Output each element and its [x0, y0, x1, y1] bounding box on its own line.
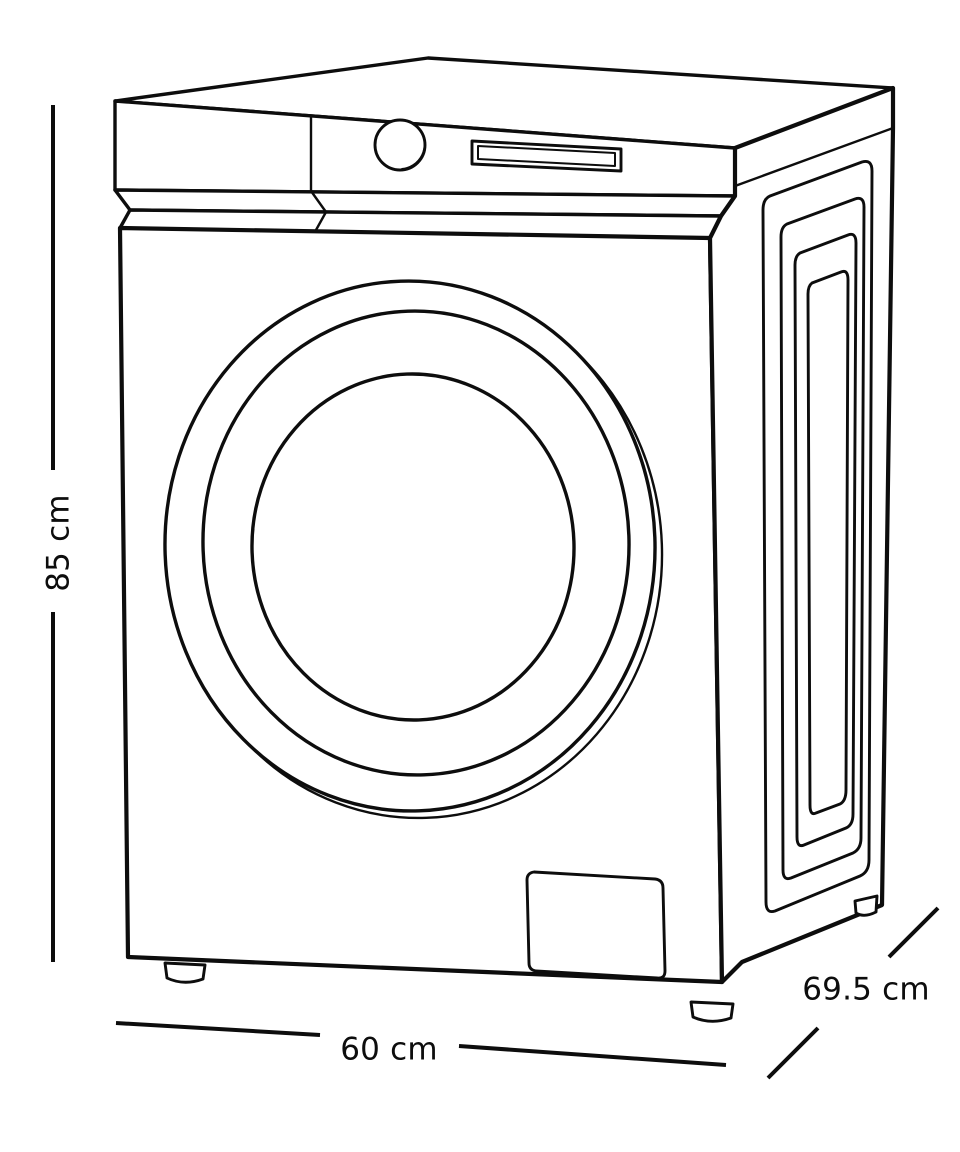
- width-dim-label: 60 cm: [340, 1032, 438, 1068]
- depth-dim-line-lower: [766, 1026, 820, 1080]
- washing-machine-body: [113, 56, 896, 1023]
- foot-front-right: [689, 1000, 735, 1023]
- control-knob-dial[interactable]: [373, 118, 427, 172]
- height-dim-label: 85 cm: [41, 494, 77, 592]
- foot-rear-right: [853, 894, 879, 917]
- foot-front-left: [163, 961, 207, 984]
- display-window[interactable]: [470, 139, 623, 173]
- width-dim-line-right: [458, 1044, 727, 1067]
- side-panel: [707, 85, 896, 985]
- depth-dim-line-upper: [887, 906, 940, 959]
- width-dim-line-left: [115, 1021, 321, 1037]
- depth-dim-label: 69.5 cm: [802, 972, 930, 1008]
- door-glass[interactable]: [246, 368, 580, 725]
- door-assembly: [163, 279, 664, 820]
- dimension-height: 85 cm: [41, 105, 77, 962]
- dimension-depth: 69.5 cm: [766, 906, 940, 1080]
- levelling-feet: [163, 894, 879, 1023]
- side-panel-contours: [761, 159, 874, 914]
- filter-access-flap[interactable]: [525, 870, 667, 980]
- dimension-width: 60 cm: [115, 1021, 727, 1068]
